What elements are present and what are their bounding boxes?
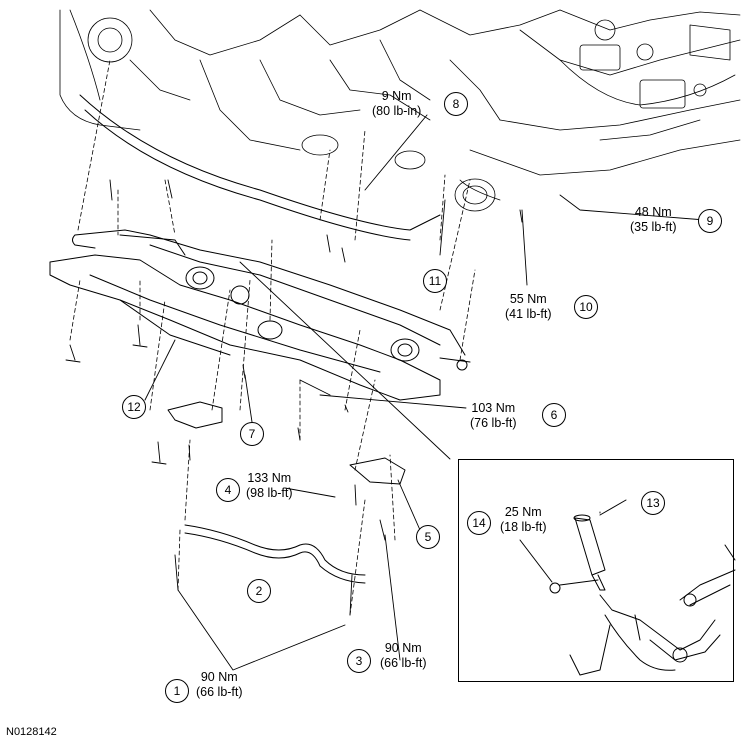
callout-11: 11 <box>423 269 447 293</box>
torque-nm: 48 Nm <box>634 205 672 219</box>
callout-5: 5 <box>416 525 440 549</box>
torque-imperial: (76 lb-ft) <box>470 416 517 430</box>
callout-6: 6 <box>542 403 566 427</box>
torque-imperial: (35 lb-ft) <box>630 220 677 234</box>
torque-imperial: (66 lb-ft) <box>196 685 243 699</box>
callout-9: 9 <box>698 209 722 233</box>
torque-nm: 90 Nm <box>200 670 238 684</box>
torque-label-6: 103 Nm (76 lb-ft) <box>470 401 517 431</box>
callout-2: 2 <box>247 579 271 603</box>
callout-12: 12 <box>122 395 146 419</box>
vehicle-underbody <box>59 9 741 212</box>
stabilizer-bracket-right <box>349 457 406 485</box>
callout-14: 14 <box>467 511 491 535</box>
torque-label-14: 25 Nm (18 lb-ft) <box>500 505 547 535</box>
figure-id: N0128142 <box>6 726 57 738</box>
torque-nm: 90 Nm <box>384 641 422 655</box>
torque-imperial: (98 lb-ft) <box>246 486 293 500</box>
torque-nm: 103 Nm <box>471 401 516 415</box>
torque-imperial: (18 lb-ft) <box>500 520 547 534</box>
steering-gear <box>149 234 466 356</box>
stabilizer-bar <box>184 524 366 576</box>
torque-label-3: 90 Nm (66 lb-ft) <box>380 641 427 671</box>
lower-cross-member <box>79 94 441 231</box>
torque-nm: 55 Nm <box>509 292 547 306</box>
stabilizer-bracket-left <box>167 401 223 429</box>
torque-label-10: 55 Nm (41 lb-ft) <box>505 292 552 322</box>
callout-4: 4 <box>216 478 240 502</box>
torque-imperial: (41 lb-ft) <box>505 307 552 321</box>
torque-label-8: 9 Nm (80 lb-in) <box>372 89 421 119</box>
torque-nm: 9 Nm <box>381 89 412 103</box>
callout-1: 1 <box>165 679 189 703</box>
callout-10: 10 <box>574 295 598 319</box>
torque-nm: 25 Nm <box>504 505 542 519</box>
callout-8: 8 <box>444 92 468 116</box>
torque-label-1: 90 Nm (66 lb-ft) <box>196 670 243 700</box>
torque-imperial: (66 lb-ft) <box>380 656 427 670</box>
inset-steering-shaft <box>519 499 736 676</box>
tie-rod-left <box>74 229 151 236</box>
torque-label-9: 48 Nm (35 lb-ft) <box>630 205 677 235</box>
callout-13: 13 <box>641 491 665 515</box>
torque-imperial: (80 lb-in) <box>372 104 422 118</box>
torque-nm: 133 Nm <box>247 471 292 485</box>
callout-7: 7 <box>240 422 264 446</box>
inset-detail-frame <box>458 459 734 682</box>
callout-3: 3 <box>347 649 371 673</box>
torque-label-4: 133 Nm (98 lb-ft) <box>246 471 293 501</box>
